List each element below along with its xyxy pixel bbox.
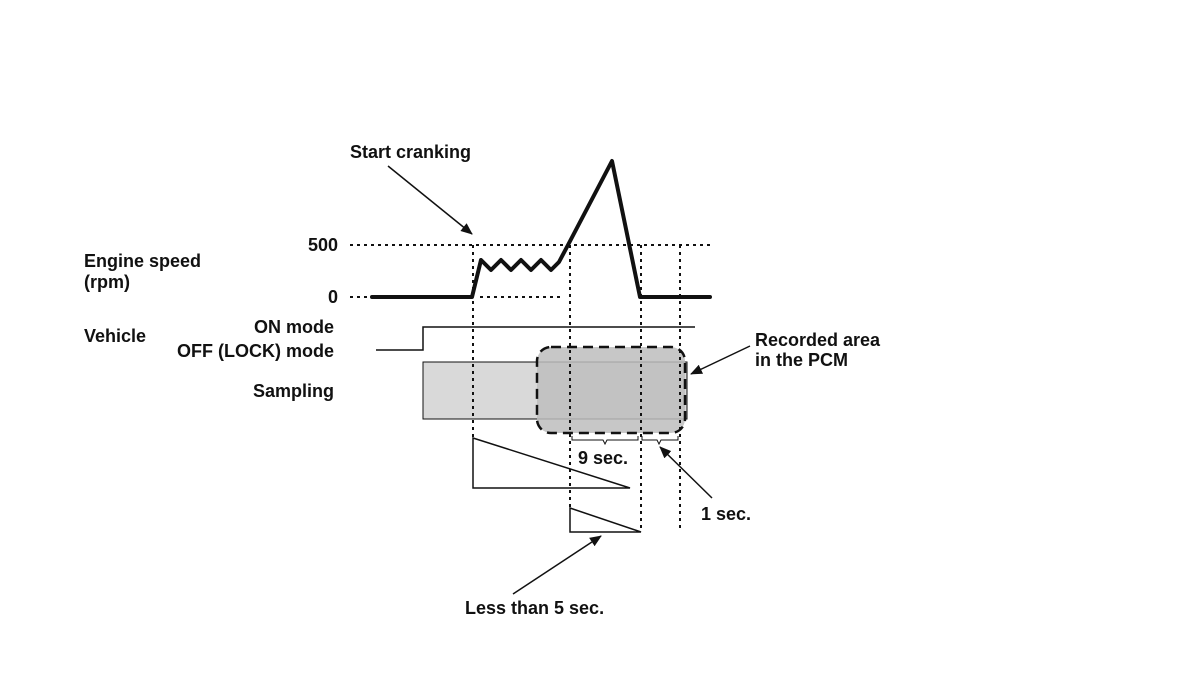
off-lock-mode-label: OFF (LOCK) mode: [177, 341, 334, 361]
vehicle-mode-signal: [376, 326, 695, 351]
start-cranking-arrow: [387, 165, 473, 235]
one-sec-label: 1 sec.: [701, 504, 751, 524]
sampling-label: Sampling: [253, 381, 334, 401]
less-than-5-sec-label: Less than 5 sec.: [465, 598, 604, 618]
engine-speed-unit-label: (rpm): [84, 272, 130, 292]
recorded-area-arrow: [690, 345, 751, 375]
tick-0-label: 0: [328, 287, 338, 307]
engine-speed-label: Engine speed: [84, 251, 201, 271]
recorded-area-box: [535, 345, 687, 435]
recorded-area-label-line2: in the PCM: [755, 350, 848, 370]
engine-speed-trace: [370, 159, 712, 299]
nine-sec-brace: [571, 436, 639, 446]
nine-sec-label: 9 sec.: [578, 448, 628, 468]
one-sec-arrow: [659, 446, 713, 499]
stop-ramp-triangle: [569, 506, 642, 533]
recorded-area-label: Recorded area: [755, 330, 881, 350]
vehicle-label: Vehicle: [84, 326, 146, 346]
on-mode-label: ON mode: [254, 317, 334, 337]
cranking-ramp-triangle: [472, 436, 631, 489]
start-cranking-label: Start cranking: [350, 142, 471, 162]
tick-500-label: 500: [308, 235, 338, 255]
one-sec-brace: [641, 436, 679, 446]
less-than-5-sec-arrow: [512, 535, 602, 595]
